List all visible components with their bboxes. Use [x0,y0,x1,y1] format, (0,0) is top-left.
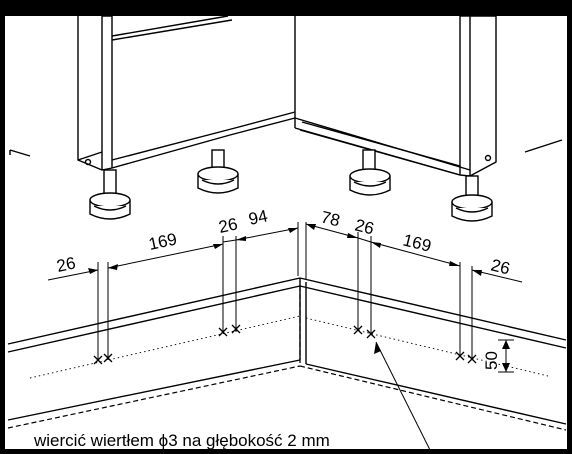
drill-mark [353,325,363,335]
dim-label-right-pair: 26 [353,215,376,238]
dim-label-right-corner: 78 [319,207,342,230]
drill-mark [231,324,241,334]
drill-line-left [29,315,301,379]
plinth-top-right-inner [299,285,567,349]
dim-label-left-corner: 94 [247,206,269,229]
cabinet-left-front [101,15,113,171]
cabinet-shelf-left [111,15,233,41]
dim-line-left-span [107,243,224,269]
dim-label-left-pair: 26 [217,214,239,237]
dim-label-left-edge: 26 [55,253,77,276]
leader-line [375,341,433,454]
wall-line-left [9,149,31,157]
screw-right [484,154,492,162]
drilling-instruction: wiercić wiertłem ϕ3 na głębokość 2 mm [33,431,330,450]
plinth-top-right [299,277,567,341]
cabinet-left-side [77,16,103,161]
dim-label-right-edge: 26 [489,255,512,278]
cabinet-right-side [469,15,497,177]
leg-right-back [349,149,391,196]
plinth-hidden-left [7,365,301,429]
dim-line-left-corner [235,227,299,241]
plinth-hidden-right [299,365,567,431]
dim-label-height: 50 [482,351,501,370]
leg-left-back [197,149,239,194]
plinth-top-left [7,277,301,345]
screw-left [84,158,92,166]
cabinet-right-front [459,16,471,177]
dim-line-right-span [370,241,461,267]
drill-mark [218,327,228,337]
leg-right-front [451,175,493,222]
leg-left-front [89,169,131,220]
plinth-top-left-inner [7,285,301,353]
plinth-bottom-left [7,359,301,421]
dim-label-left-span: 169 [147,229,179,253]
drill-mark [467,354,477,364]
drill-mark [455,351,465,361]
drill-mark [103,353,113,363]
top-bar [0,0,572,16]
wall-line-right [524,139,563,153]
dim-line-right-pair [357,237,372,243]
drill-mark [366,329,376,339]
drill-mark [93,355,103,365]
dim-label-right-span: 169 [401,230,433,255]
dim-line-left-pair [222,239,237,243]
plinth-bottom-right [305,363,567,425]
